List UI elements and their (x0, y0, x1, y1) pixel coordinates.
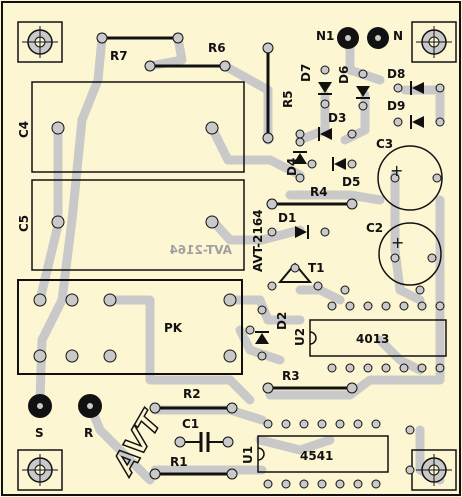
capacitor-c1: C1 (174, 417, 234, 452)
label-r3: R3 (282, 369, 300, 383)
label-r5: R5 (281, 90, 295, 108)
label-c4: C4 (17, 121, 31, 138)
label-d2: D2 (275, 312, 289, 330)
label-d1: D1 (278, 211, 296, 225)
label-n: N (393, 29, 403, 43)
resistor-r3: R3 (262, 369, 358, 394)
label-d5: D5 (342, 175, 360, 189)
label-d9: D9 (387, 99, 405, 113)
diode-d2: D2 (255, 305, 289, 361)
terminal-n1: N1 (316, 27, 359, 49)
label-pk: PK (164, 321, 183, 335)
diode-d9: D9 (387, 99, 445, 129)
label-4013: 4013 (356, 332, 389, 346)
diode-d8: D8 (387, 67, 445, 95)
label-r4: R4 (310, 185, 328, 199)
label-d3: D3 (328, 111, 346, 125)
c2-plus-icon: + (391, 233, 404, 252)
label-u2: U2 (293, 328, 307, 346)
terminal-n: N (367, 27, 403, 49)
capacitor-c2: + C2 (366, 221, 442, 286)
label-d4: D4 (285, 158, 299, 176)
diode-d3: D3 (295, 111, 357, 141)
label-d7: D7 (299, 64, 313, 82)
terminal-s: S (28, 394, 52, 440)
c3-plus-icon: + (390, 161, 403, 180)
resistor-r5: R5 (262, 42, 295, 144)
capacitor-c5: C5 (17, 179, 245, 271)
label-c5: C5 (17, 215, 31, 232)
resistor-r6: R6 (144, 41, 231, 72)
label-c3: C3 (376, 137, 393, 151)
capacitor-c3: + C3 (376, 137, 443, 211)
label-d8: D8 (387, 67, 405, 81)
resistor-r7: R7 (96, 32, 184, 63)
label-n1: N1 (316, 29, 334, 43)
capacitor-c4: C4 (17, 81, 245, 173)
label-r6: R6 (208, 41, 226, 55)
board-id: AVT-2164 (251, 209, 265, 272)
ic-u2: 4013 U2 (293, 301, 447, 373)
mounting-hole-top-left (17, 21, 63, 63)
diode-d1: D1 (267, 211, 330, 239)
resistor-r1: R1 (149, 455, 238, 480)
label-d6: D6 (337, 66, 351, 84)
label-s: S (35, 426, 44, 440)
diode-d6: D6 (337, 66, 370, 111)
label-r1: R1 (170, 455, 188, 469)
diode-d5: D5 (307, 157, 360, 189)
mounting-hole-bottom-left (17, 449, 63, 491)
label-u1: U1 (241, 446, 255, 464)
diode-d4: D4 (285, 137, 307, 183)
label-r2: R2 (183, 387, 201, 401)
label-r: R (84, 426, 93, 440)
diode-d7: D7 (299, 64, 332, 109)
mounting-hole-top-right (411, 21, 457, 63)
relay-pk: PK (17, 279, 243, 375)
resistor-r4: R4 (266, 185, 358, 210)
ic-u1: 4541 U1 (241, 419, 389, 489)
pads-right (245, 285, 425, 475)
terminal-r: R (78, 394, 102, 440)
label-t1: T1 (308, 261, 325, 275)
label-c2: C2 (366, 221, 383, 235)
label-c1: C1 (182, 417, 199, 431)
transistor-t1: T1 (267, 261, 325, 291)
label-r7: R7 (110, 49, 128, 63)
resistor-r2: R2 (149, 387, 238, 414)
mounting-hole-bottom-right (411, 449, 457, 491)
label-4541: 4541 (300, 449, 333, 463)
board-id-mirrored: AVT-2164 (169, 243, 232, 257)
